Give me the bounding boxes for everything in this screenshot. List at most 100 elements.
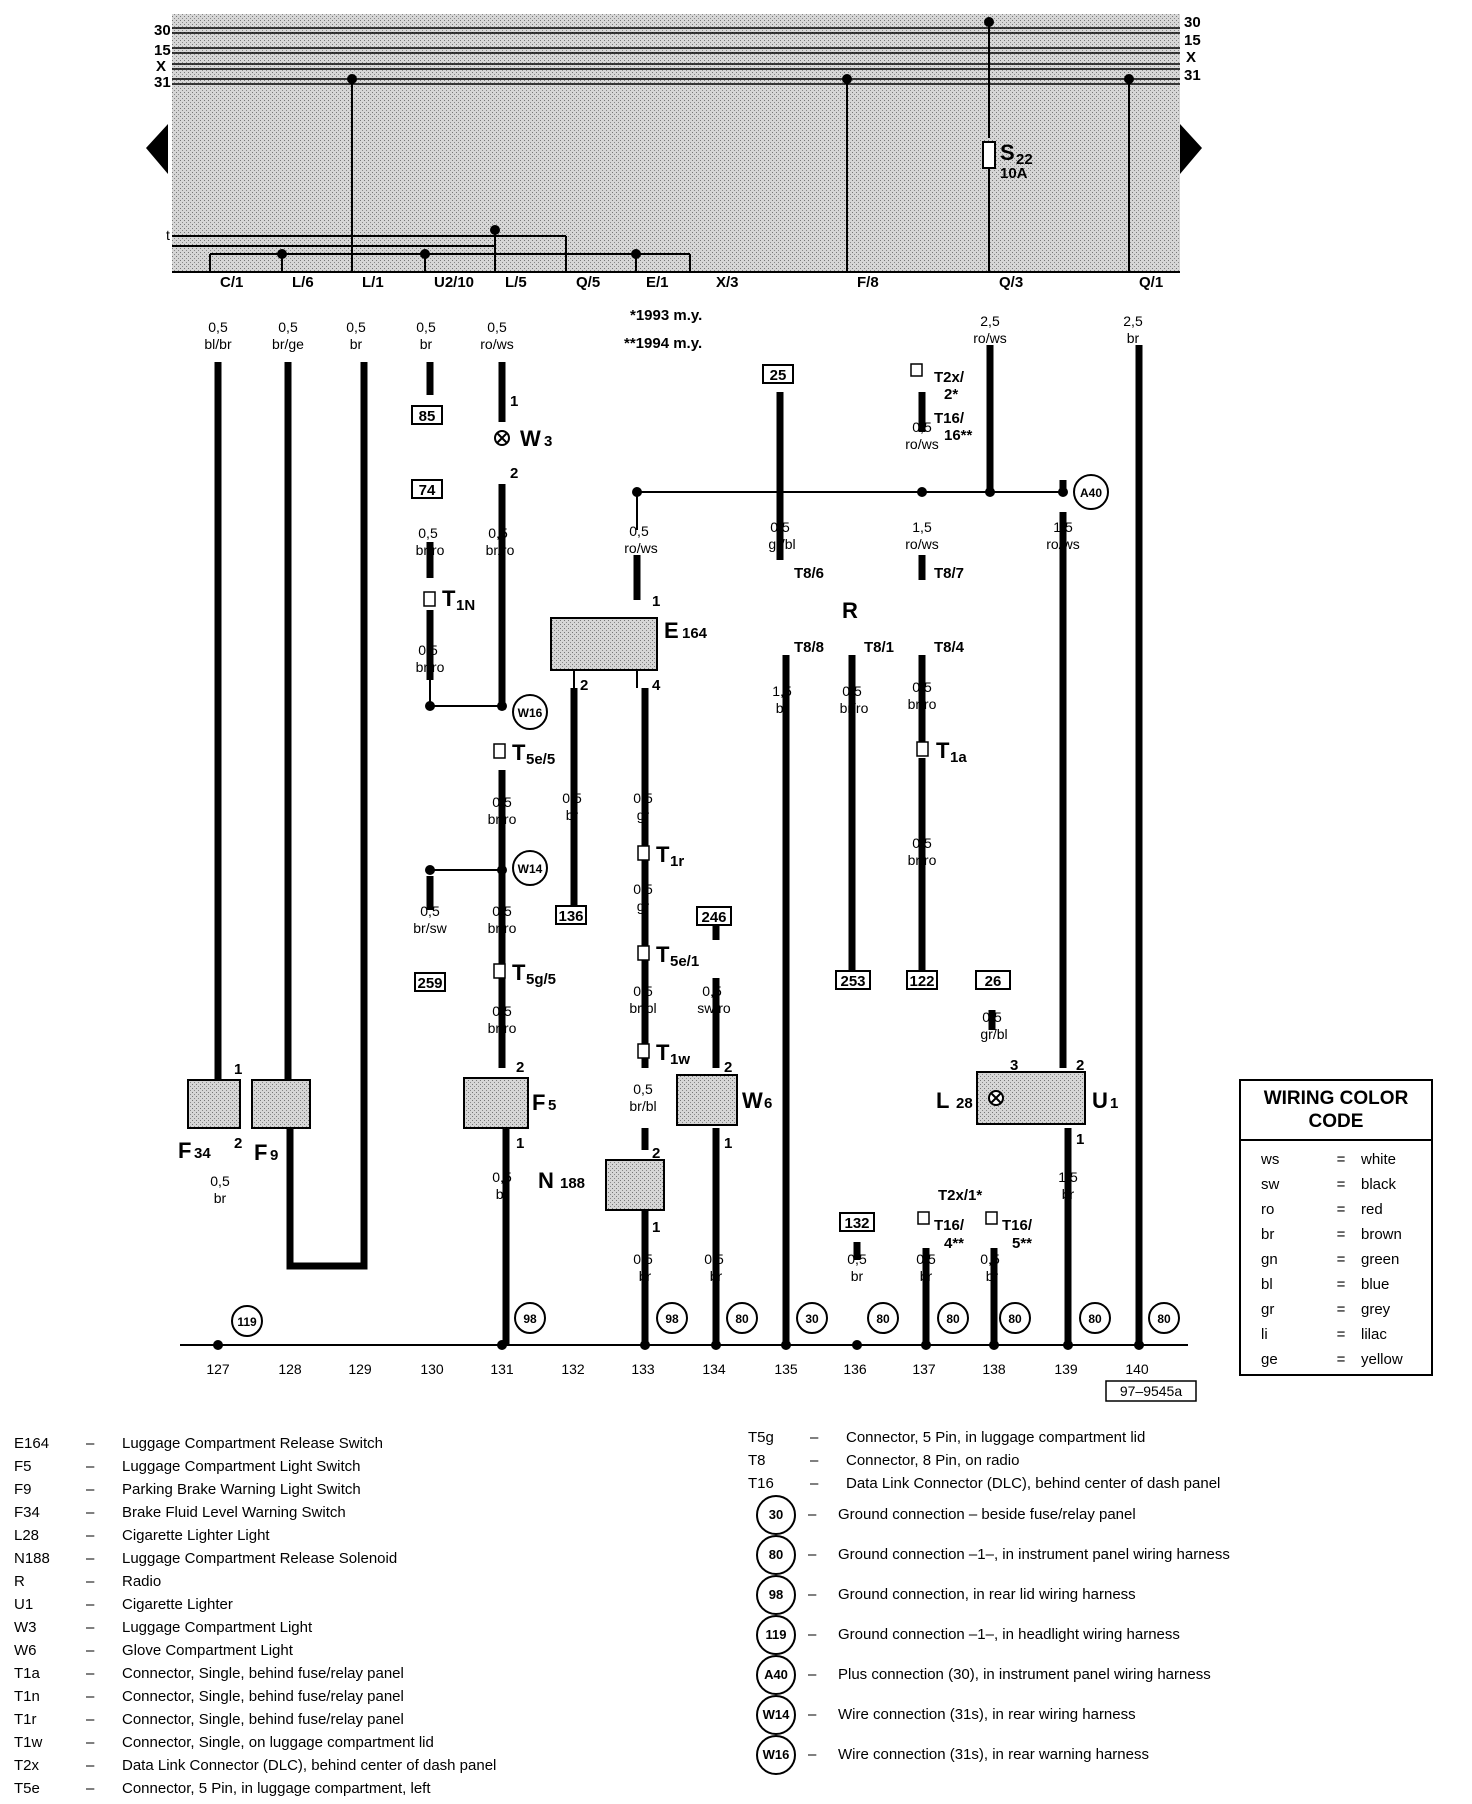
f9-switch-body bbox=[251, 1079, 311, 1129]
conn-t5e1: T bbox=[656, 942, 670, 967]
supply-rails bbox=[172, 27, 1180, 85]
legend-row: 98–Ground connection, in rear lid wiring… bbox=[756, 1575, 1356, 1615]
fuse-relay-panel bbox=[172, 14, 1180, 272]
color-row: br=brown bbox=[1261, 1226, 1402, 1243]
wire-size-f5: 0,5 bbox=[492, 1169, 512, 1185]
wire-color-t5e1: br/bl bbox=[629, 1000, 656, 1016]
terminal-f8: F/8 bbox=[857, 274, 879, 291]
conn-t16-4-sub: 4** bbox=[944, 1235, 964, 1252]
pin-w6-2: 2 bbox=[724, 1059, 732, 1076]
wire-color-259: br/sw bbox=[413, 920, 447, 936]
conn-t5g5: T bbox=[512, 960, 526, 985]
terminal-q5: Q/5 bbox=[576, 274, 600, 291]
conn-t5e1-sub: 5e/1 bbox=[670, 953, 699, 970]
fuse-s22-rating: 10A bbox=[1000, 165, 1028, 182]
w3-sub: 3 bbox=[544, 433, 552, 450]
e164-label: E bbox=[664, 618, 679, 643]
pin-l28-3: 3 bbox=[1010, 1057, 1018, 1074]
legend-row: T16–Data Link Connector (DLC), behind ce… bbox=[748, 1475, 1221, 1492]
legend-row: N188–Luggage Compartment Release Solenoi… bbox=[14, 1550, 398, 1567]
w3-lamp bbox=[494, 430, 510, 446]
wire-color-t84: br/ro bbox=[908, 696, 937, 712]
rail-label-right-x: X bbox=[1186, 49, 1196, 66]
conn-t16-5: T16/ bbox=[1002, 1217, 1033, 1234]
wire-size-t88: 1,5 bbox=[772, 683, 792, 699]
reference-boxes bbox=[411, 364, 1011, 1232]
wire-size-q3: 2,5 bbox=[980, 313, 1000, 329]
wire-color-e164-in: ro/ws bbox=[624, 540, 657, 556]
wire-size-t2x1: 0,5 bbox=[916, 1251, 936, 1267]
wire-size-26: 0,5 bbox=[982, 1009, 1002, 1025]
conn-t2x-2: T2x/ bbox=[934, 369, 965, 386]
wire-size-w14: 0,5 bbox=[492, 903, 512, 919]
wire-color-t1w: br/bl bbox=[629, 1098, 656, 1114]
w3-label: W bbox=[520, 426, 541, 451]
track-132: 132 bbox=[561, 1361, 585, 1377]
panel-internal-wiring bbox=[172, 22, 1130, 272]
terminal-c1: C/1 bbox=[220, 274, 243, 291]
harness-wires bbox=[214, 345, 1143, 1345]
wire-color-t88: br bbox=[776, 700, 789, 716]
wire-color-c1: bl/br bbox=[204, 336, 232, 352]
panel-junction-dots bbox=[277, 17, 1134, 259]
conn-t8-1: T8/1 bbox=[864, 639, 894, 656]
wire-size-u1: 1,5 bbox=[1058, 1169, 1078, 1185]
terminal-q1: Q/1 bbox=[1139, 274, 1163, 291]
wire-size-e164-2: 0,5 bbox=[562, 790, 582, 806]
color-row: gn=green bbox=[1261, 1251, 1400, 1268]
circle-119: 119 bbox=[237, 1315, 257, 1329]
wire-size-t1r: 0,5 bbox=[633, 881, 653, 897]
wire-color-n188: br bbox=[639, 1268, 652, 1284]
f34-sub: 34 bbox=[194, 1145, 211, 1162]
wire-circle-icon: W16 bbox=[756, 1735, 796, 1775]
conn-t16-16-sub: 16** bbox=[944, 427, 973, 444]
rail-label-right-31: 31 bbox=[1184, 67, 1201, 84]
legend-row: U1–Cigarette Lighter bbox=[14, 1596, 233, 1613]
color-row: gr=grey bbox=[1261, 1301, 1391, 1318]
color-code-title-line1: WIRING COLOR bbox=[1263, 1088, 1409, 1109]
wire-color-132: br bbox=[851, 1268, 864, 1284]
f9-label: F bbox=[254, 1140, 267, 1165]
circle-w16: W16 bbox=[518, 706, 543, 720]
f34-switch-body bbox=[187, 1079, 241, 1129]
conn-t2x-2-sub: 2* bbox=[944, 386, 958, 403]
circle-a40: A40 bbox=[1080, 486, 1102, 500]
e164-switch-body bbox=[550, 617, 658, 671]
wire-color-e164-2: br bbox=[566, 807, 579, 823]
terminal-l5: L/5 bbox=[505, 274, 527, 291]
legend-row: T1a–Connector, Single, behind fuse/relay… bbox=[14, 1665, 404, 1682]
wire-color-246: sw/ro bbox=[697, 1000, 731, 1016]
wire-color-a40: ro/ws bbox=[1046, 536, 1079, 552]
pin-n188-2: 2 bbox=[652, 1145, 660, 1162]
f5-sub: 5 bbox=[548, 1097, 556, 1114]
legend-row: F5–Luggage Compartment Light Switch bbox=[14, 1458, 361, 1475]
circle-w14: W14 bbox=[518, 862, 543, 876]
model-year-1993-note: *1993 m.y. bbox=[630, 307, 702, 324]
ref-26: 26 bbox=[985, 973, 1002, 990]
circle-98-b: 98 bbox=[665, 1312, 679, 1326]
ref-74: 74 bbox=[419, 482, 436, 499]
connection-circles bbox=[231, 474, 1180, 1337]
circle-80-f: 80 bbox=[1157, 1312, 1171, 1326]
wire-size-w6: 0,5 bbox=[704, 1251, 724, 1267]
rail-label-left-15: 15 bbox=[154, 42, 171, 59]
track-129: 129 bbox=[348, 1361, 372, 1377]
pin-f34-2: 2 bbox=[234, 1135, 242, 1152]
radio-label: R bbox=[842, 598, 858, 623]
plus-circle-icon: A40 bbox=[756, 1655, 796, 1695]
wire-color-w6: br bbox=[710, 1268, 723, 1284]
pin-w3-2: 2 bbox=[510, 465, 518, 482]
track-134: 134 bbox=[702, 1361, 726, 1377]
pin-w3-1: 1 bbox=[510, 393, 518, 410]
color-row: li=lilac bbox=[1261, 1326, 1387, 1343]
circle-80-d: 80 bbox=[1008, 1312, 1022, 1326]
wire-color-t165: br bbox=[986, 1268, 999, 1284]
rail-label-right-30: 30 bbox=[1184, 14, 1201, 31]
l28-label: L bbox=[936, 1088, 949, 1113]
n188-label: N bbox=[538, 1168, 554, 1193]
pin-w6-1: 1 bbox=[724, 1135, 732, 1152]
pin-e164-2: 2 bbox=[580, 677, 588, 694]
w6-label: W bbox=[742, 1088, 763, 1113]
wire-color-t2x1: br bbox=[920, 1268, 933, 1284]
circle-80-c: 80 bbox=[946, 1312, 960, 1326]
